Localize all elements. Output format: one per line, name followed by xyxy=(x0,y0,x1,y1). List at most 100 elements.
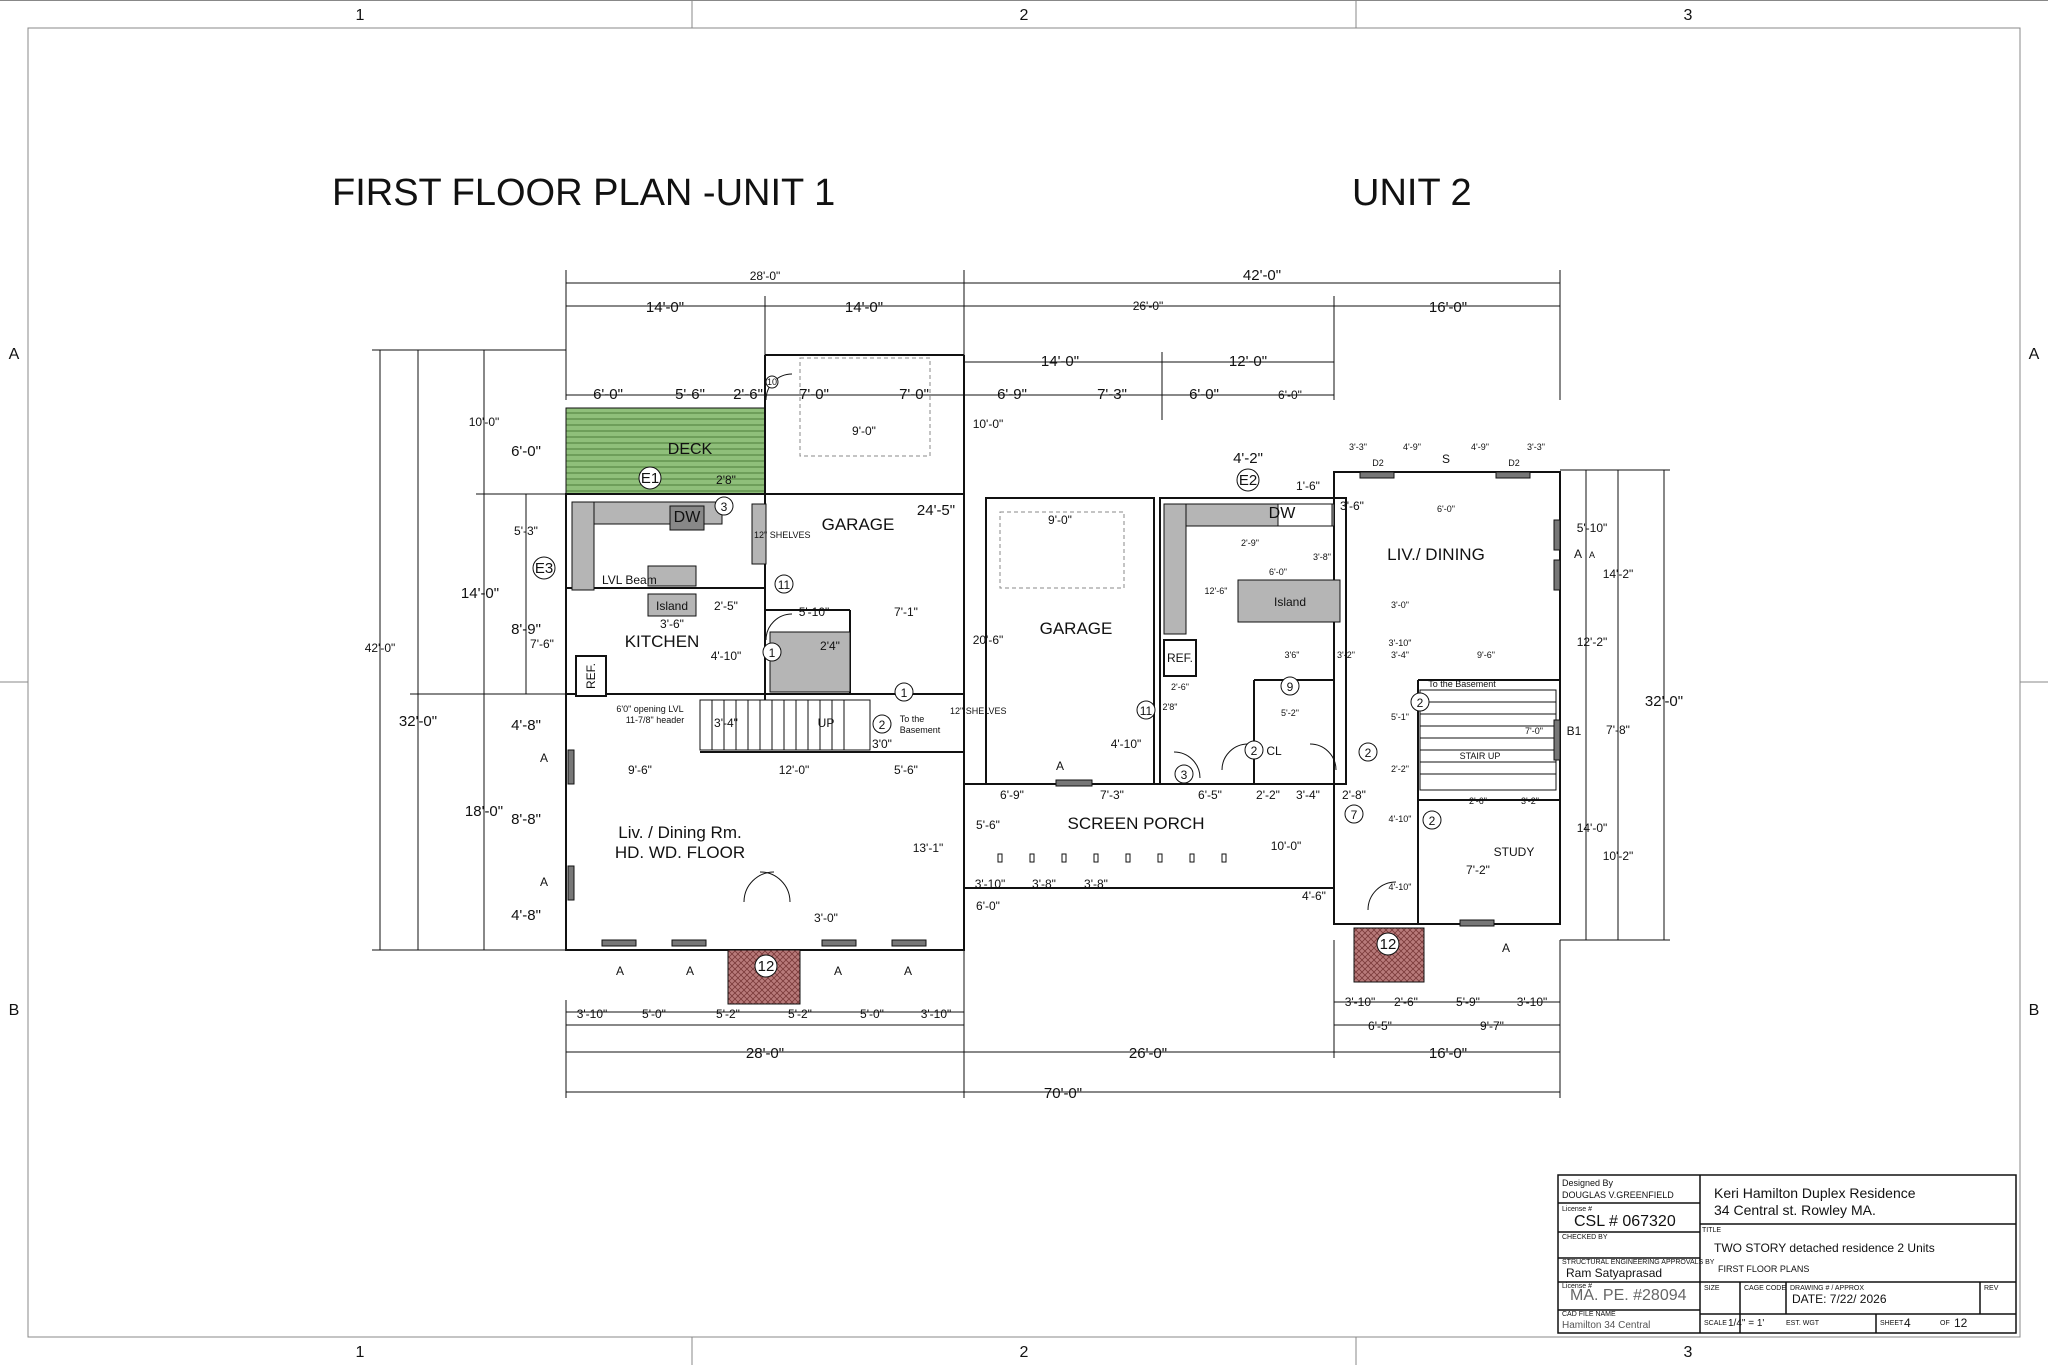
dim-u2-12-6: 12'-6" xyxy=(1205,586,1228,596)
tag-a3: A xyxy=(834,964,842,978)
dim-p-6-9: 6'-9" xyxy=(1000,788,1024,802)
dim-p-3-10: 3'-10" xyxy=(975,877,1006,891)
dim-r4-26: 2'-6" xyxy=(733,386,763,403)
kitchen-counters-unit-1 xyxy=(571,501,851,693)
dim-u2-3-3b: 3'-3" xyxy=(1527,442,1545,452)
title-block xyxy=(1557,1174,2017,1334)
tb-cad-label: CAD FILE NAME xyxy=(1562,1311,1616,1318)
tb-title-label: TITLE xyxy=(1702,1227,1721,1234)
dim-u2-4-2: 4'-2" xyxy=(1233,450,1263,467)
label-ref-unit-2: REF. xyxy=(1167,651,1193,665)
room-kitchen: KITCHEN xyxy=(625,632,700,651)
tag-e2: E2 xyxy=(1239,472,1257,489)
dim-9-0a: 9'-0" xyxy=(852,424,876,438)
tb-pe-label: License # xyxy=(1562,1283,1592,1290)
deck-surface xyxy=(565,407,766,495)
dim-g-4-10: 4'-10" xyxy=(1111,737,1142,751)
grid-col-3-bottom: 3 xyxy=(1684,1344,1693,1361)
grid-col-3-top: 3 xyxy=(1684,7,1693,24)
dim-3-0a: 3'0" xyxy=(872,737,892,751)
dim-r4-56: 5'-6" xyxy=(675,386,705,403)
tb-rev-label: REV xyxy=(1984,1285,1999,1292)
grid-row-b-left: B xyxy=(9,1002,20,1019)
dim-u2b-5-9: 5'-9" xyxy=(1456,995,1480,1009)
title-unit-2: UNIT 2 xyxy=(1352,172,1472,214)
label-opening-line1: 6'0" opening LVL xyxy=(616,704,683,714)
ref-box-unit-2 xyxy=(1163,639,1197,677)
dim-p-3-8b: 3'-8" xyxy=(1084,877,1108,891)
dim-10-0b: 10'-0" xyxy=(973,417,1004,431)
dim-u2-7-0: 7'-0" xyxy=(1525,726,1543,736)
dim-top-26: 26'-0" xyxy=(1133,299,1164,313)
dim-r-7-8: 7'-8" xyxy=(1606,723,1630,737)
room-garage-unit-1: GARAGE xyxy=(822,515,895,534)
dim-18-0: 18'-0" xyxy=(465,803,503,820)
dim-r4-6c: 6'-0" xyxy=(1278,388,1302,402)
tag-12b: 12 xyxy=(1380,936,1397,953)
stairs-unit-2 xyxy=(1419,689,1557,791)
dim-3-0b: 3'-0" xyxy=(814,911,838,925)
dim-u2-3-4: 3'-4" xyxy=(1391,650,1409,660)
dim-u2-4-10: 4'-10" xyxy=(1389,814,1412,824)
dim-b-3-10a: 3'-10" xyxy=(577,1007,608,1021)
tag-2d: 2 xyxy=(1417,696,1424,710)
label-ref-unit-1: REF. xyxy=(584,663,598,689)
grid-row-a-left: A xyxy=(9,346,20,363)
dim-4-8a: 4'-8" xyxy=(511,717,541,734)
dim-r-14-0: 14'-0" xyxy=(1577,821,1608,835)
room-garage-unit-2: GARAGE xyxy=(1040,619,1113,638)
label-basement-line2: Basement xyxy=(900,725,941,735)
dim-top-28: 28'-0" xyxy=(750,269,781,283)
dim-top-14a: 14'-0" xyxy=(646,299,684,316)
room-study: STUDY xyxy=(1494,845,1535,859)
dim-p-2-8: 2'-8" xyxy=(1342,788,1366,802)
dim-p-5-6: 5'-6" xyxy=(976,818,1000,832)
tag-11a: 11 xyxy=(778,578,791,592)
tb-scale: 1/4" = 1' xyxy=(1728,1318,1764,1329)
tb-cad: Hamilton 34 Central xyxy=(1562,1320,1650,1331)
dim-8-9: 8'-9" xyxy=(511,621,541,638)
dim-u2-3-6: 3'-6" xyxy=(1340,499,1364,513)
dim-top-14b: 14'-0" xyxy=(845,299,883,316)
label-shelves-2: 12" SHELVES xyxy=(950,706,1007,716)
dim-r-10-2: 10'-2" xyxy=(1603,849,1634,863)
tag-a7: A xyxy=(1056,759,1064,773)
dim-14-0-left: 14'-0" xyxy=(461,585,499,602)
dim-10-0a: 10'-0" xyxy=(469,415,500,429)
dim-u2b-6-5: 6'-5" xyxy=(1368,1019,1392,1033)
dim-b-28: 28'-0" xyxy=(746,1045,784,1062)
tb-project: Keri Hamilton Duplex Residence xyxy=(1714,1185,1916,1201)
dim-p-3-8a: 3'-8" xyxy=(1032,877,1056,891)
dim-5-3: 5'-3" xyxy=(514,524,538,538)
tag-a5: A xyxy=(540,751,548,765)
label-dw-unit-2: DW xyxy=(1269,505,1297,522)
dim-p-7-3: 7'-3" xyxy=(1100,788,1124,802)
dim-b-3-10b: 3'-10" xyxy=(921,1007,952,1021)
label-dw-unit-1: DW xyxy=(674,509,702,526)
dim-4-8b: 4'-8" xyxy=(511,907,541,924)
dim-b-5-2b: 5'-2" xyxy=(788,1007,812,1021)
tag-b1: B1 xyxy=(1567,724,1582,738)
dim-p-6-0: 6'-0" xyxy=(976,899,1000,913)
tag-s: S xyxy=(1442,452,1450,466)
tb-of: 12 xyxy=(1954,1316,1968,1330)
dim-12-0: 12'-0" xyxy=(779,763,810,777)
dim-r4-6: 6'-0" xyxy=(593,386,623,403)
dim-u2-3-8: 3'-8" xyxy=(1313,552,1331,562)
dim-b-5-0a: 5'-0" xyxy=(642,1007,666,1021)
tag-d2b: D2 xyxy=(1508,458,1520,468)
tb-scale-label: SCALE xyxy=(1704,1320,1727,1327)
label-up-unit-1: UP xyxy=(818,716,835,730)
dim-r-5-10: 5'-10" xyxy=(1577,521,1608,535)
label-island-unit-2: Island xyxy=(1274,595,1306,609)
title-unit-1: FIRST FLOOR PLAN -UNIT 1 xyxy=(332,172,835,214)
dim-r3-14: 14'-0" xyxy=(1041,353,1079,370)
tag-12a: 12 xyxy=(758,958,775,975)
room-living-dining-unit-1: Liv. / Dining Rm. xyxy=(618,823,741,842)
dim-p-3-4: 3'-4" xyxy=(1296,788,1320,802)
tag-e3: E3 xyxy=(535,560,553,577)
tag-a6: A xyxy=(540,875,548,889)
label-stair-up: STAIR UP xyxy=(1460,751,1501,761)
ref-box-unit-1 xyxy=(575,655,607,697)
